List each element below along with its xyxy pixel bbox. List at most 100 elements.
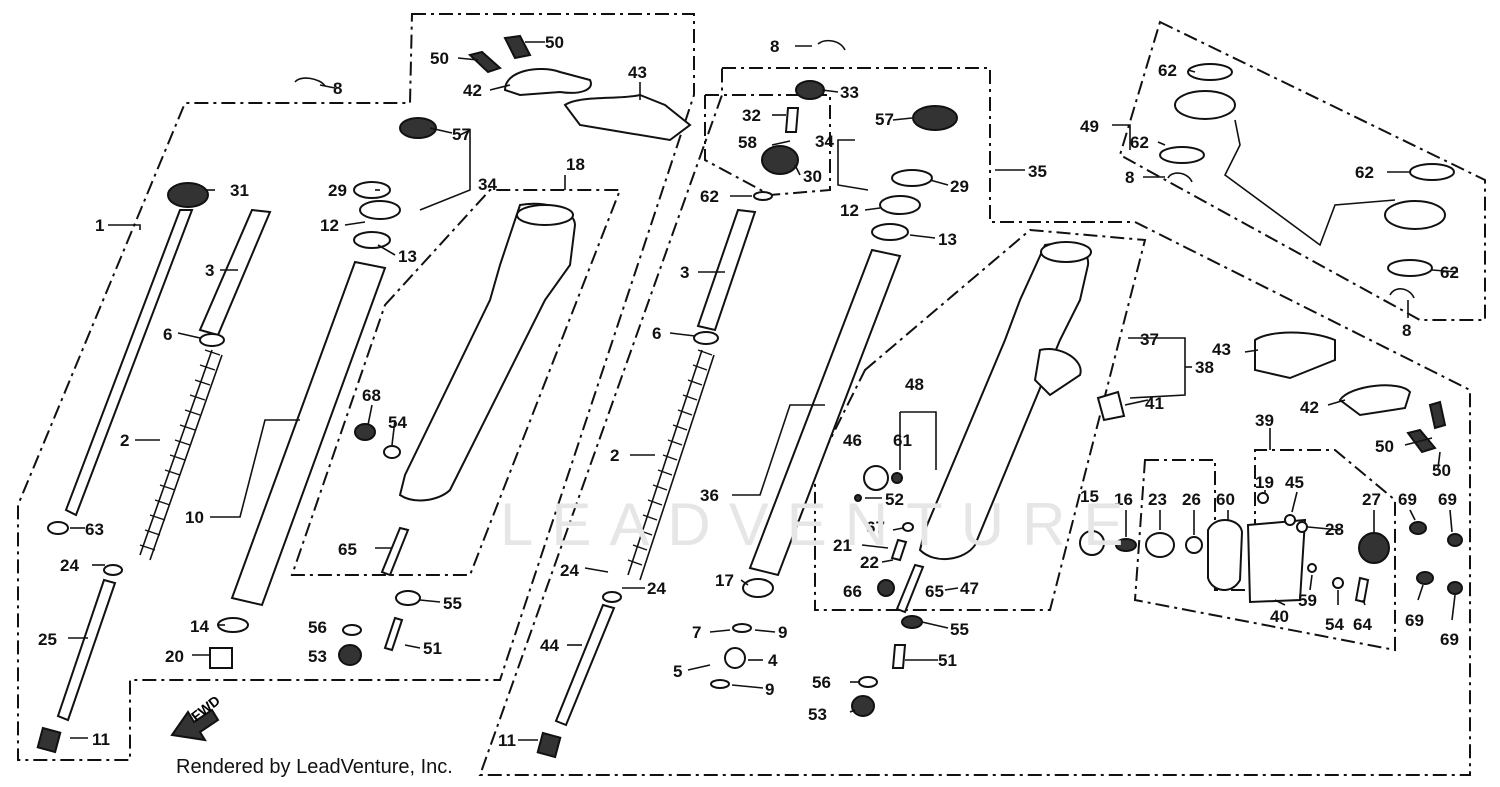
callout-68-left: 68	[362, 386, 381, 405]
callout-43-right: 43	[1212, 340, 1231, 359]
callout-31-left: 31	[230, 181, 249, 200]
callout-58-right: 58	[738, 133, 757, 152]
callout-56-right: 56	[812, 673, 831, 692]
damper-rod-left	[64, 209, 194, 517]
callout-6-left: 6	[163, 325, 172, 344]
callout-6-right: 6	[652, 324, 661, 343]
callout-55-right: 55	[950, 620, 969, 639]
slider-top-left	[516, 204, 574, 226]
callout-8-left-top: 8	[333, 79, 342, 98]
bolt-11-left	[36, 726, 62, 754]
pin-65-right	[895, 563, 925, 614]
washer-28	[1296, 521, 1308, 533]
washer-54-caliper	[1332, 577, 1344, 589]
cap-33-right	[795, 80, 825, 100]
bottom-17-right	[742, 578, 774, 598]
bolt-50a-right	[1428, 400, 1447, 430]
callout-59-caliper: 59	[1298, 591, 1317, 610]
callout-28-caliper: 28	[1325, 520, 1344, 539]
callout-54-caliper: 54	[1325, 615, 1344, 634]
callout-4-right: 4	[768, 651, 778, 670]
o-ring-62a-pipe	[1187, 63, 1233, 81]
callout-45-caliper: 45	[1285, 473, 1304, 492]
o-ring-62-right	[753, 191, 773, 201]
callout-49-pipe: 49	[1080, 117, 1099, 136]
clip-8b-pipe	[1389, 288, 1415, 299]
o-ring-62d-pipe	[1387, 259, 1433, 277]
cap-58-right	[761, 145, 799, 175]
callout-12-right: 12	[840, 201, 859, 220]
bolt-69d	[1447, 581, 1463, 595]
clip-8-left	[294, 77, 326, 87]
forward-arrow-icon	[170, 708, 220, 742]
callout-17-right: 17	[715, 571, 734, 590]
bracket-43-right	[1254, 331, 1336, 380]
seal-12-left	[359, 200, 401, 220]
bolt-69a	[1409, 521, 1427, 535]
washer-left	[199, 333, 225, 347]
clip-8a-pipe	[1167, 172, 1193, 183]
callout-29-left: 29	[328, 181, 347, 200]
slider-top-right	[1040, 241, 1092, 263]
callout-51-right: 51	[938, 651, 957, 670]
callout-50a-right: 50	[1375, 437, 1394, 456]
callout-42-left: 42	[463, 81, 482, 100]
callout-8a-pipe: 8	[1125, 168, 1134, 187]
top-bushing-57-left	[399, 117, 437, 139]
bolt-50b-left	[467, 50, 502, 74]
washer-56-left	[342, 624, 362, 636]
nut-53-left	[338, 644, 362, 666]
left-fork-group-boundary	[17, 13, 695, 761]
bolt-69c	[1416, 571, 1434, 585]
callout-9a-right: 9	[778, 623, 787, 642]
spacer-tube-right	[696, 208, 757, 332]
washer-9b-right	[710, 679, 730, 689]
washer-56-right	[858, 676, 878, 688]
callout-5-right: 5	[673, 662, 682, 681]
callout-18-left: 18	[566, 155, 585, 174]
leader-lines	[68, 41, 1459, 741]
fork-spring-left-body	[139, 349, 223, 561]
callout-36-right: 36	[700, 486, 719, 505]
callout-13-right: 13	[938, 230, 957, 249]
callout-65-left: 65	[338, 540, 357, 559]
callout-30-right: 30	[803, 167, 822, 186]
fork-tube-left	[230, 260, 387, 607]
callout-24a-right: 24	[560, 561, 579, 580]
washer-9a-right	[732, 623, 752, 633]
washer-55-left	[395, 590, 421, 606]
seal-12-right	[879, 195, 921, 215]
callout-10-left: 10	[185, 508, 204, 527]
callout-3-right: 3	[680, 263, 689, 282]
callout-69a-caliper: 69	[1398, 490, 1417, 509]
callout-62b-pipe: 62	[1130, 133, 1149, 152]
piston-ring-left	[103, 564, 123, 576]
callout-55-left: 55	[443, 594, 462, 613]
pipe-union-left	[1174, 90, 1236, 120]
washer-55-right	[901, 615, 923, 629]
callout-25-left: 25	[38, 630, 57, 649]
fork-clamp-42-right	[1338, 384, 1412, 417]
caliper-plate-40	[1246, 518, 1307, 604]
piston-23	[1145, 532, 1175, 558]
callout-50b-left: 50	[430, 49, 449, 68]
callout-62a-pipe: 62	[1158, 61, 1177, 80]
fork-tube-right	[748, 248, 902, 577]
callout-60-caliper: 60	[1216, 490, 1235, 509]
callout-1-left: 1	[95, 216, 104, 235]
bolt-22-right	[890, 538, 908, 562]
bolt-50a-left	[503, 34, 532, 60]
callout-48-right: 48	[905, 375, 924, 394]
callout-40-caliper: 40	[1270, 607, 1289, 626]
bolt-66-right	[877, 579, 895, 597]
pin-65-left	[380, 526, 410, 577]
callout-9b-right: 9	[765, 680, 774, 699]
callout-50a-left: 50	[545, 33, 564, 52]
callout-8-right-top: 8	[770, 37, 779, 56]
equalizer-pipe-group-boundary	[1118, 20, 1486, 321]
callout-34-left: 34	[478, 175, 497, 194]
callout-33-right: 33	[840, 83, 859, 102]
spring-16	[1115, 538, 1137, 552]
callout-26-caliper: 26	[1182, 490, 1201, 509]
washer-67-right	[902, 522, 914, 532]
